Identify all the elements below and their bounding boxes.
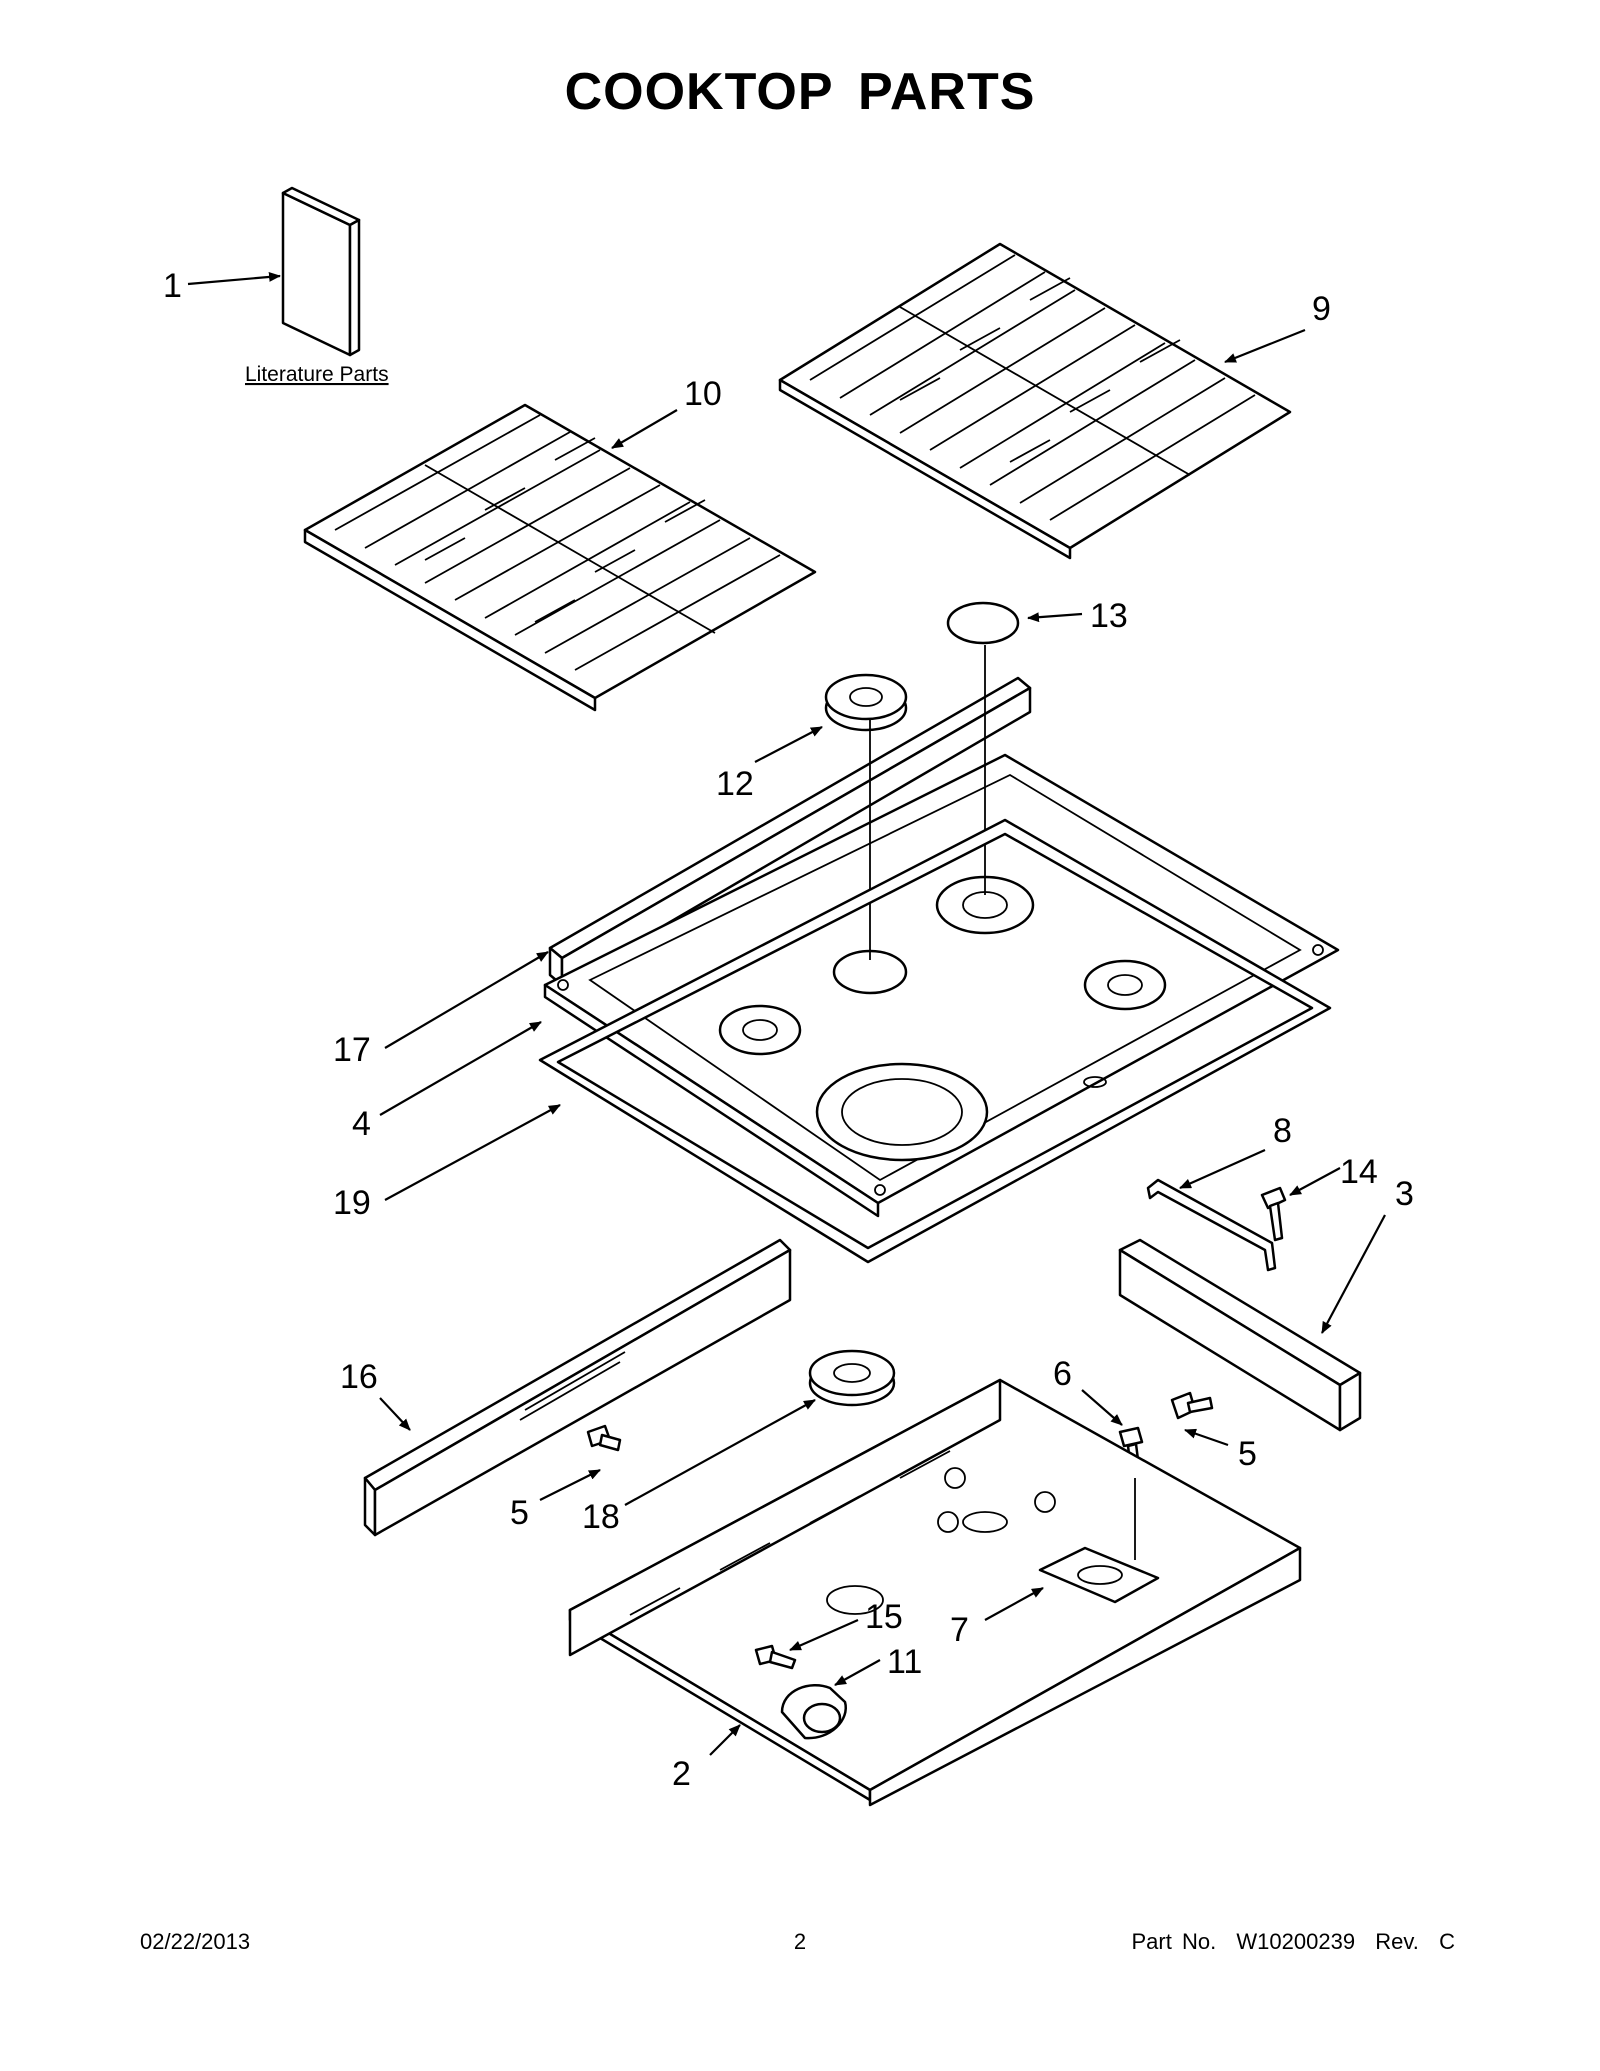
bracket-rod (1146, 1178, 1277, 1272)
side-bracket-left (363, 1238, 792, 1537)
leader-2 (709, 1724, 741, 1756)
leader-18 (624, 1399, 816, 1506)
leader-1 (187, 271, 281, 286)
callout-1: 1 (163, 267, 182, 305)
callout-5-left: 5 (510, 1494, 529, 1532)
callout-16: 16 (340, 1358, 378, 1396)
cooktop-gasket (538, 818, 1332, 1264)
grate-left (303, 403, 817, 712)
leader-6 (1081, 1389, 1123, 1426)
leader-19 (384, 1104, 561, 1201)
callout-10: 10 (684, 375, 722, 413)
leader-10 (611, 409, 678, 449)
screw-15 (754, 1644, 797, 1670)
mounting-plate-7 (1038, 1478, 1160, 1604)
leader-15 (789, 1618, 859, 1652)
callout-8: 8 (1273, 1112, 1292, 1150)
callout-3: 3 (1395, 1175, 1414, 1213)
callout-19: 19 (333, 1184, 371, 1222)
burner-cap (946, 601, 1020, 645)
footer-part-number: Part No. W10200239 Rev. C (1131, 1929, 1455, 1954)
burner-base (824, 673, 908, 732)
burner-box (568, 1378, 1302, 1807)
leader-16 (379, 1397, 411, 1431)
leader-4 (379, 1021, 542, 1116)
callout-11: 11 (887, 1643, 922, 1681)
callout-13: 13 (1090, 597, 1128, 635)
callout-18: 18 (582, 1498, 620, 1536)
screw-5-left (586, 1424, 622, 1452)
callout-7: 7 (950, 1611, 969, 1649)
callout-4: 4 (352, 1105, 371, 1143)
callout-17: 17 (333, 1031, 371, 1069)
leader-17 (384, 951, 549, 1049)
leader-8 (1179, 1148, 1266, 1190)
callout-14: 14 (1340, 1153, 1378, 1191)
page-title: COOKTOP PARTS (564, 63, 1036, 121)
callout-12: 12 (716, 765, 754, 803)
screw-14 (1260, 1186, 1287, 1242)
screw-5-right (1170, 1391, 1214, 1420)
leader-13 (1027, 612, 1083, 623)
leader-7 (984, 1587, 1044, 1621)
footer-date: 02/22/2013 (140, 1929, 251, 1954)
cooktop-main (543, 753, 1340, 1218)
leader-9 (1224, 328, 1306, 364)
leader-14 (1289, 1167, 1341, 1196)
valve-11 (780, 1684, 848, 1740)
literature-parts-label: Literature Parts (245, 363, 389, 386)
side-bracket-right (1118, 1238, 1362, 1432)
callout-9: 9 (1312, 290, 1331, 328)
leader-3 (1321, 1214, 1386, 1334)
callout-5-right: 5 (1238, 1435, 1257, 1473)
callout-2: 2 (672, 1755, 691, 1793)
burner-18 (808, 1349, 896, 1407)
leader-12 (754, 726, 823, 763)
leader-5-right (1184, 1428, 1229, 1447)
callout-15: 15 (865, 1598, 903, 1636)
grate-right (778, 242, 1292, 560)
footer-page-number: 2 (793, 1929, 807, 1954)
leader-5-left (539, 1469, 601, 1501)
literature-booklet (281, 186, 361, 357)
callout-6: 6 (1053, 1355, 1072, 1393)
leader-11 (834, 1659, 881, 1686)
